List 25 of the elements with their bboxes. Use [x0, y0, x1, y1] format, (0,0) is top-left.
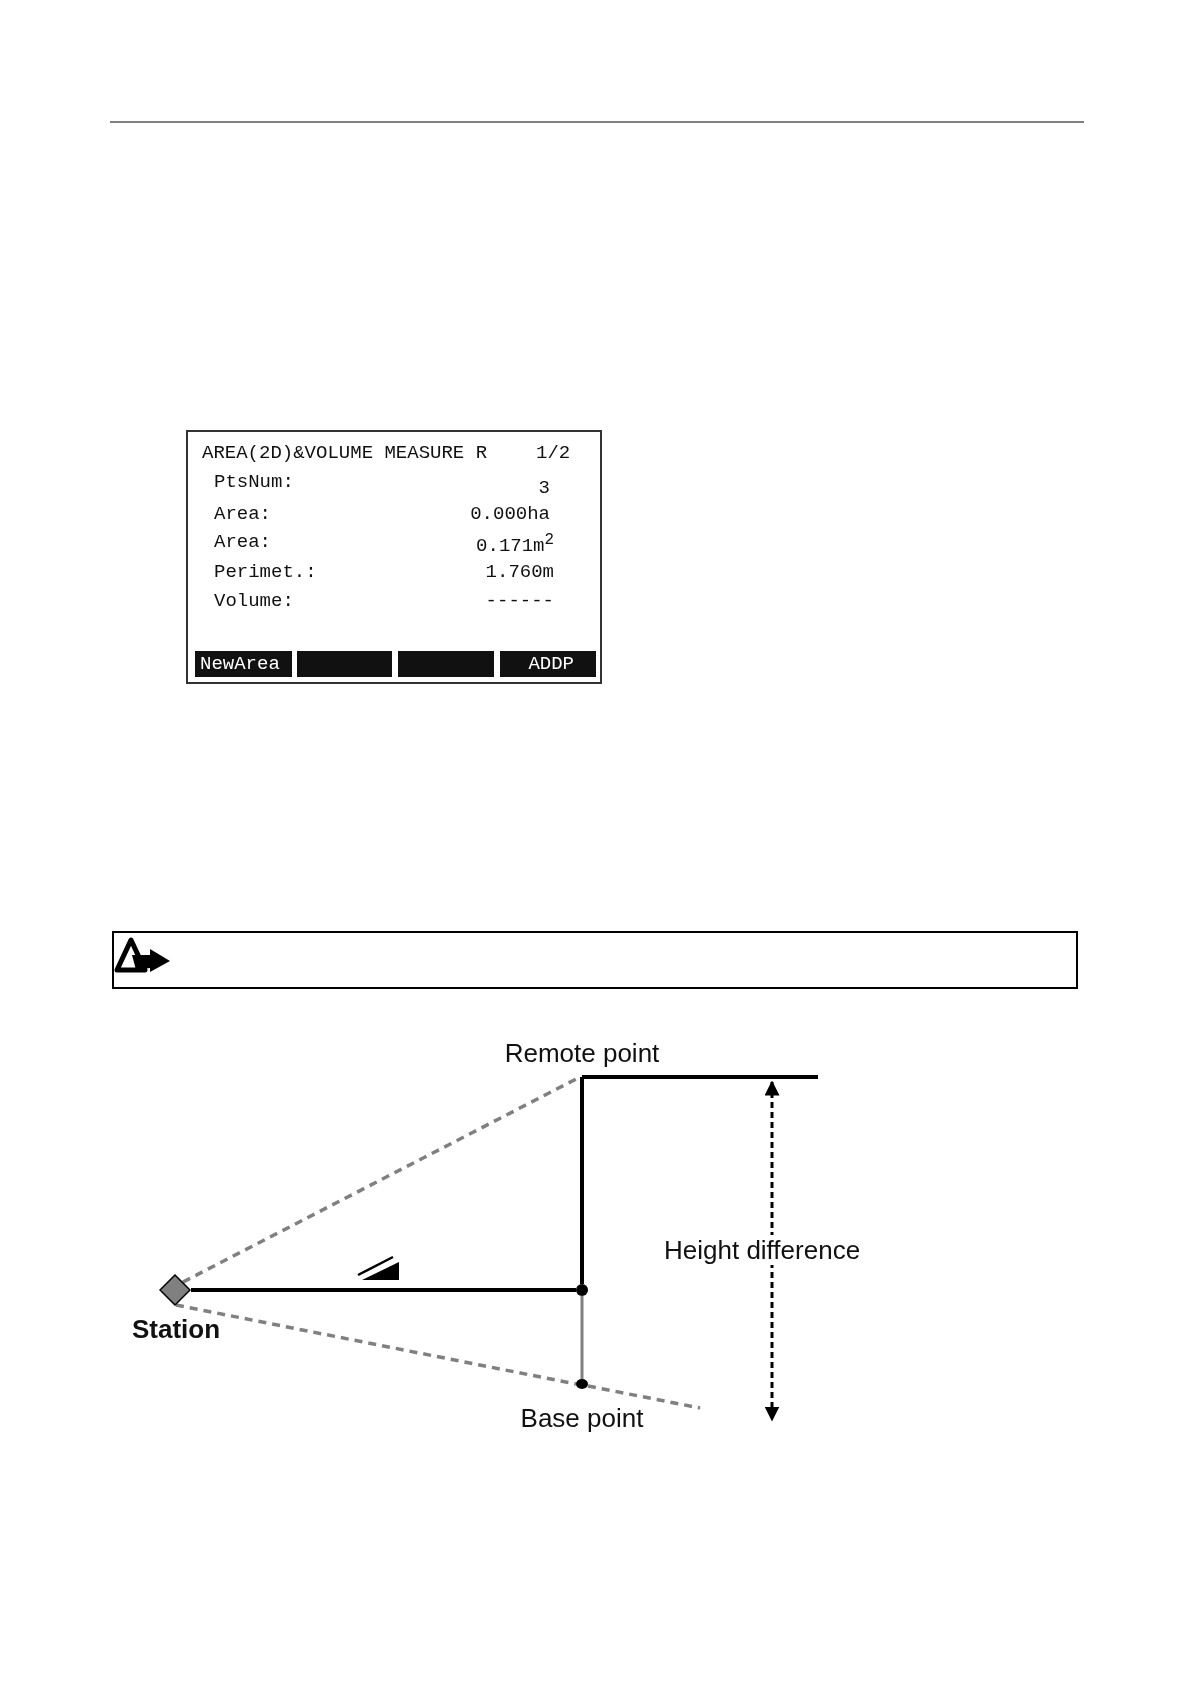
field-label: PtsNum:	[214, 471, 294, 493]
softkey	[398, 651, 494, 677]
field-label: Area:	[214, 531, 271, 553]
field-value: 0.171m$^{2}$	[476, 530, 554, 558]
connector-line	[580, 1296, 584, 1379]
field-label: Volume:	[214, 590, 294, 612]
field-label: Area:	[214, 503, 271, 525]
field-value: ------	[485, 590, 554, 612]
dimension-label: Height difference	[664, 1235, 861, 1265]
sight-line	[175, 1303, 577, 1386]
screen-title: AREA(2D)&VOLUME MEASURE R	[202, 442, 488, 464]
page-indicator: 1/2	[536, 442, 571, 464]
connector-line	[191, 1288, 576, 1292]
point-label: Station	[130, 1314, 222, 1344]
softkey: ADDP	[500, 651, 596, 677]
point-dot	[576, 1284, 588, 1296]
softkey: NewArea	[195, 651, 292, 677]
field-label: Perimet.:	[214, 561, 317, 583]
point-label: Remote point	[503, 1038, 661, 1068]
field-value: 0.000ha	[470, 503, 550, 525]
connector-line	[580, 1077, 584, 1284]
field-value: 1.760m	[485, 561, 554, 583]
point-label: Base point	[519, 1403, 645, 1433]
softkey	[297, 651, 392, 677]
field-value: 3	[538, 477, 550, 499]
